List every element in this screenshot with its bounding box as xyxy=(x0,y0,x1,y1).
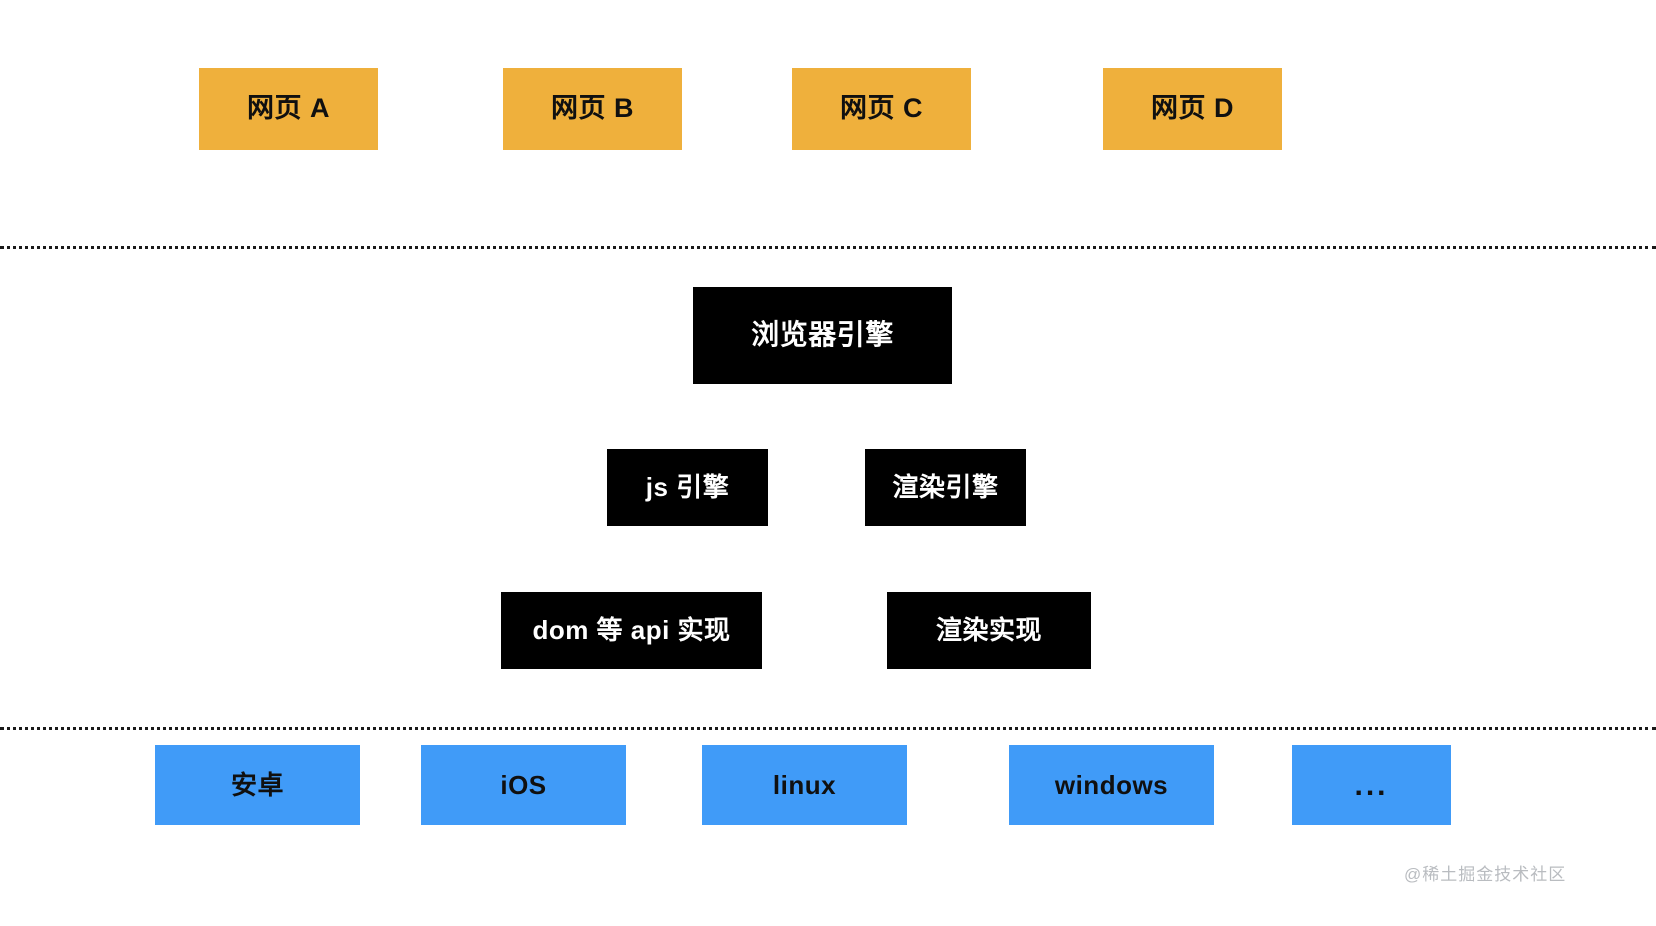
web-page-box-网页-b[interactable]: 网页 B xyxy=(503,68,682,150)
divider-engine-os xyxy=(0,727,1656,730)
os-box-windows[interactable]: windows xyxy=(1009,745,1214,825)
os-box-more[interactable]: ... xyxy=(1292,745,1451,825)
engine-box-浏览器引擎[interactable]: 浏览器引擎 xyxy=(693,287,952,384)
os-box-ios[interactable]: iOS xyxy=(421,745,626,825)
watermark: @稀土掘金技术社区 xyxy=(1404,865,1567,884)
web-page-box-网页-c[interactable]: 网页 C xyxy=(792,68,971,150)
web-page-box-网页-d[interactable]: 网页 D xyxy=(1103,68,1282,150)
engine-box-渲染实现[interactable]: 渲染实现 xyxy=(887,592,1091,669)
os-box-安卓[interactable]: 安卓 xyxy=(155,745,360,825)
engine-box-dom-等-api-实现[interactable]: dom 等 api 实现 xyxy=(501,592,762,669)
engine-box-渲染引擎[interactable]: 渲染引擎 xyxy=(865,449,1026,526)
divider-pages-engine xyxy=(0,246,1656,249)
engine-box-js-引擎[interactable]: js 引擎 xyxy=(607,449,768,526)
web-page-box-网页-a[interactable]: 网页 A xyxy=(199,68,378,150)
os-box-linux[interactable]: linux xyxy=(702,745,907,825)
